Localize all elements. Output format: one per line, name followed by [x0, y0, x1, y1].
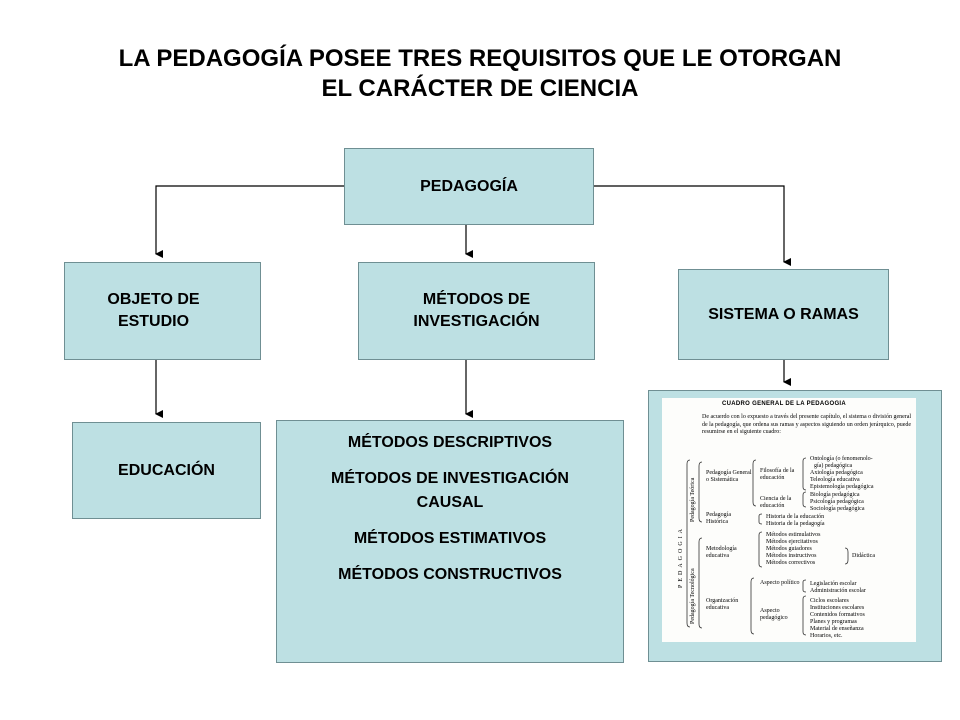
scan-title: CUADRO GENERAL DE LA PEDAGOGIA [722, 401, 847, 407]
title-line-1: LA PEDAGOGÍA POSEE TRES REQUISITOS QUE L… [118, 45, 842, 72]
scan-leaf-metodologia-4: Métodos correctivos [766, 560, 816, 566]
scan-general: Pedagogía General o Sistemática [706, 470, 752, 483]
scan-leaf-metodologia-1: Métodos ejercitativos [766, 539, 818, 545]
metodo-estimativos: MÉTODOS ESTIMATIVOS [353, 530, 547, 547]
node-metodos-list: MÉTODOS DESCRIPTIVOS MÉTODOS DE INVESTIG… [276, 420, 624, 663]
scan-leaf-ciencia-0: Biología pedagógica [810, 492, 860, 498]
scan-politico: Aspecto político [760, 580, 800, 586]
node-metodos-de-investigacion: MÉTODOS DE INVESTIGACIÓN [358, 262, 595, 360]
scan-leaf-pedagogico-5: Horarios, etc. [810, 633, 843, 639]
scan-leaf-filosofia-0: Ontología (o fenomenolo- [810, 456, 873, 462]
scan-leaf-filosofia-4: Epistemología pedagógica [810, 484, 874, 490]
scan-leaf-politico-1: Administración escolar [810, 588, 866, 594]
node-metodos-line-2: INVESTIGACIÓN [413, 313, 540, 330]
scan-root-vertical: PEDAGOGIA [678, 526, 684, 588]
scan-leaf-metodologia-3: Métodos instructivos [766, 553, 817, 559]
scan-ciencia: Ciencia de la educación [760, 496, 792, 509]
node-sistema-label: SISTEMA O RAMAS [708, 305, 859, 323]
node-objeto-line-2: ESTUDIO [117, 313, 190, 330]
connector-root-to-objeto [155, 185, 346, 258]
scan-leaf-pedagogico-3: Planes y programas [810, 619, 857, 625]
node-educacion: EDUCACIÓN [72, 422, 261, 519]
cuadro-general-scan: CUADRO GENERAL DE LA PEDAGOGIA De acuerd… [662, 398, 916, 642]
metodo-investigacion-causal-line-1: MÉTODOS DE INVESTIGACIÓN [331, 470, 569, 487]
scan-leaf-filosofia-1: gía) pedagógica [814, 463, 853, 469]
metodo-descriptivos: MÉTODOS DESCRIPTIVOS [347, 434, 553, 451]
scan-leaf-historica-0: Historia de la educación [766, 514, 825, 520]
node-sistema-o-ramas: SISTEMA O RAMAS [678, 269, 889, 360]
node-objeto-line-1: OBJETO DE [107, 291, 200, 308]
node-objeto-de-estudio: OBJETO DE ESTUDIO [64, 262, 261, 360]
scan-filosofia: Filosofía de la educación [760, 468, 795, 481]
scan-leaf-pedagogico-2: Contenidos formativos [810, 612, 865, 618]
scan-historica: Pedagogía Histórica [706, 512, 731, 525]
scan-leaf-ciencia-1: Psicología pedagógica [810, 499, 864, 505]
scan-pedagogico: Aspecto pedagógico [760, 608, 788, 621]
scan-didactica: Didáctica [852, 553, 875, 559]
scan-leaf-pedagogico-4: Material de enseñanza [810, 626, 864, 632]
scan-intro: De acuerdo con lo expuesto a través del … [702, 414, 912, 435]
metodo-constructivos: MÉTODOS CONSTRUCTIVOS [338, 566, 562, 583]
node-educacion-label: EDUCACIÓN [118, 461, 215, 479]
scan-organizacion: Organización educativa [706, 598, 739, 611]
scan-teorica-vertical: Pedagogía Teórica [690, 477, 696, 522]
node-pedagogia: PEDAGOGÍA [344, 148, 594, 225]
node-pedagogia-label: PEDAGOGÍA [420, 177, 518, 195]
connector-root-to-sistema [592, 185, 791, 266]
scan-leaf-ciencia-2: Sociología pedagógica [810, 506, 865, 512]
scan-leaf-pedagogico-0: Ciclos escolares [810, 598, 849, 604]
scan-tecnologica-vertical: Pedagogía Tecnológica [690, 568, 696, 624]
scan-leaf-metodologia-2: Métodos guiadores [766, 546, 812, 552]
scan-leaf-politico-0: Legislación escolar [810, 581, 857, 587]
metodo-investigacion-causal-line-2: CAUSAL [416, 494, 484, 511]
node-metodos-line-1: MÉTODOS DE [422, 291, 531, 308]
scan-leaf-filosofia-2: Axiología pedagógica [810, 470, 863, 476]
scan-leaf-filosofia-3: Teleología educativa [810, 477, 860, 483]
scan-metodologia: Metodología educativa [706, 546, 737, 559]
scan-leaf-pedagogico-1: Instituciones escolares [810, 605, 865, 611]
title-line-2: EL CARÁCTER DE CIENCIA [321, 75, 639, 102]
scan-braces [686, 457, 849, 636]
scan-leaf-historica-1: Historia de la pedagogía [766, 521, 825, 527]
diagram-title: LA PEDAGOGÍA POSEE TRES REQUISITOS QUE L… [40, 44, 920, 104]
scan-leaf-metodologia-0: Métodos estimulativos [766, 532, 821, 538]
